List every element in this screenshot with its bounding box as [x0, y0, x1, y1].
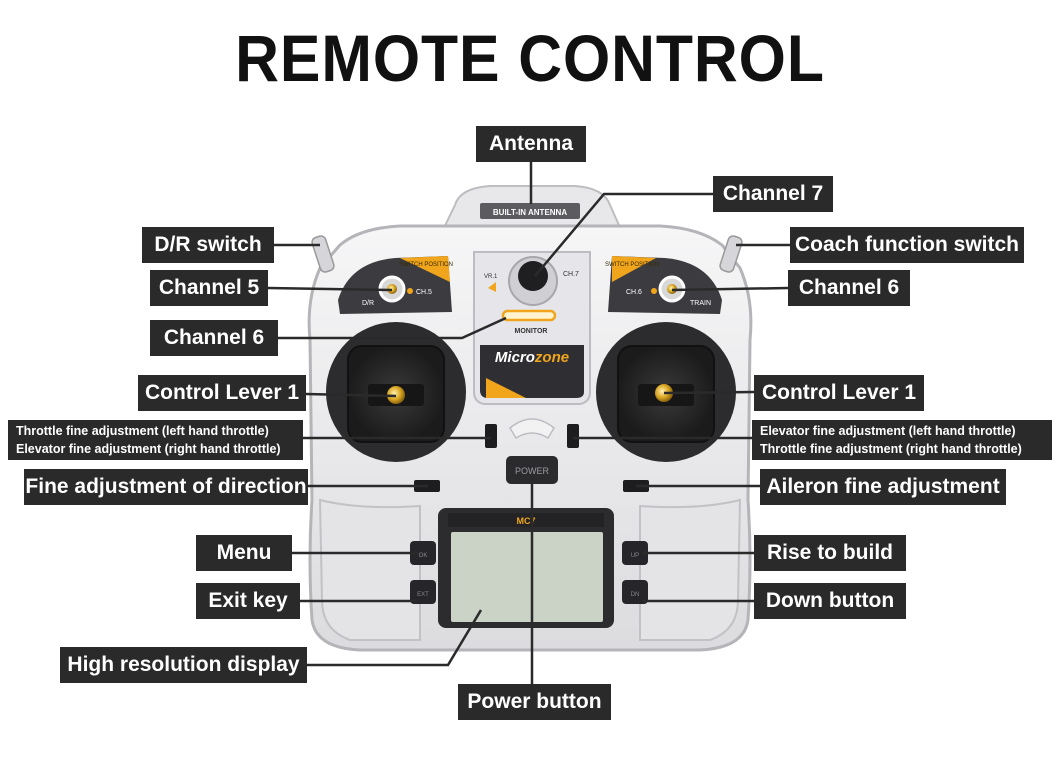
body-ridge-left [318, 498, 421, 641]
trim-left-line2: Elevator fine adjustment (right hand thr… [16, 442, 281, 456]
exit-key [410, 580, 436, 604]
monitor-label: MONITOR [515, 328, 548, 335]
power-key-text: POWER [515, 466, 550, 476]
leader-channel5 [267, 286, 393, 292]
menu-key [410, 541, 436, 565]
label-rise-to-build: Rise to build [754, 535, 906, 571]
handle-notch [509, 418, 555, 440]
switch-position-right: SWITCH POSITION [605, 262, 659, 268]
label-exit-key: Exit key [196, 583, 300, 619]
up-key-text: UP [631, 553, 639, 559]
left-vertical-trim [485, 424, 497, 448]
exit-key-text: EXT [417, 592, 429, 598]
ch6-indicator [651, 288, 657, 294]
label-display: High resolution display [60, 647, 307, 683]
trim-left-line1: Throttle fine adjustment (left hand thro… [16, 424, 269, 438]
label-control-lever-left: Control Lever 1 [138, 375, 306, 411]
label-trim-left: Throttle fine adjustment (left hand thro… [8, 420, 303, 460]
leader-lines [267, 160, 790, 686]
label-menu: Menu [196, 535, 292, 571]
brand-logo: Microzone [495, 349, 569, 366]
trim-right-line2: Throttle fine adjustment (right hand thr… [760, 442, 1022, 456]
antenna-plate [480, 203, 580, 219]
trim-right-line1: Elevator fine adjustment (left hand thro… [760, 424, 1016, 438]
antenna-plate-text: BUILT-IN ANTENNA [493, 208, 567, 217]
label-trim-right: Elevator fine adjustment (left hand thro… [752, 420, 1052, 460]
leader-channel7 [534, 192, 713, 277]
label-aileron-trim: Aileron fine adjustment [760, 469, 1006, 505]
label-coach-switch: Coach function switch [790, 227, 1024, 263]
leader-lever-left [305, 392, 397, 398]
high-resolution-display [451, 532, 603, 622]
page-title: REMOTE CONTROL [235, 21, 825, 95]
menu-key-text: OK [419, 553, 428, 559]
vr-label: VR.1 [484, 274, 498, 280]
train-label: TRAIN [690, 300, 711, 307]
label-channel5: Channel 5 [150, 270, 268, 306]
leader-channel6-center [278, 316, 507, 340]
switch-panel-left-accent [400, 256, 450, 282]
label-channel6-right: Channel 6 [788, 270, 910, 306]
label-channel6-center: Channel 6 [150, 320, 278, 356]
label-control-lever-right: Control Lever 1 [754, 375, 924, 411]
ch5-indicator [407, 288, 413, 294]
monitor-led [501, 309, 557, 322]
center-panel-orange [486, 378, 526, 398]
leader-lever-right [663, 390, 755, 395]
leader-channel6-right [671, 286, 789, 292]
ch5-label: CH.5 [416, 289, 432, 296]
ch6-label: CH.6 [626, 289, 642, 296]
body-ridge-right [639, 498, 742, 641]
label-antenna: Antenna [476, 126, 586, 162]
up-key [622, 541, 648, 565]
right-vertical-trim [567, 424, 579, 448]
down-key-text: DN [631, 592, 640, 598]
center-panel-dark [480, 345, 584, 398]
screen-header [448, 513, 604, 527]
screen-model: MC7 [516, 516, 535, 526]
label-power-button: Power button [458, 684, 611, 720]
label-channel7: Channel 7 [713, 176, 833, 212]
switch-panel-right-accent [612, 256, 656, 282]
down-key [622, 580, 648, 604]
label-down-button: Down button [754, 583, 906, 619]
label-dr-switch: D/R switch [142, 227, 274, 263]
dr-label: D/R [362, 300, 374, 307]
vr-indicator [488, 282, 496, 292]
power-key [506, 456, 558, 484]
switch-position-left: SWITCH POSITION [399, 262, 453, 268]
leader-display [307, 609, 483, 667]
ch7-device-label: CH.7 [563, 271, 579, 278]
label-direction-trim: Fine adjustment of direction [24, 469, 308, 505]
